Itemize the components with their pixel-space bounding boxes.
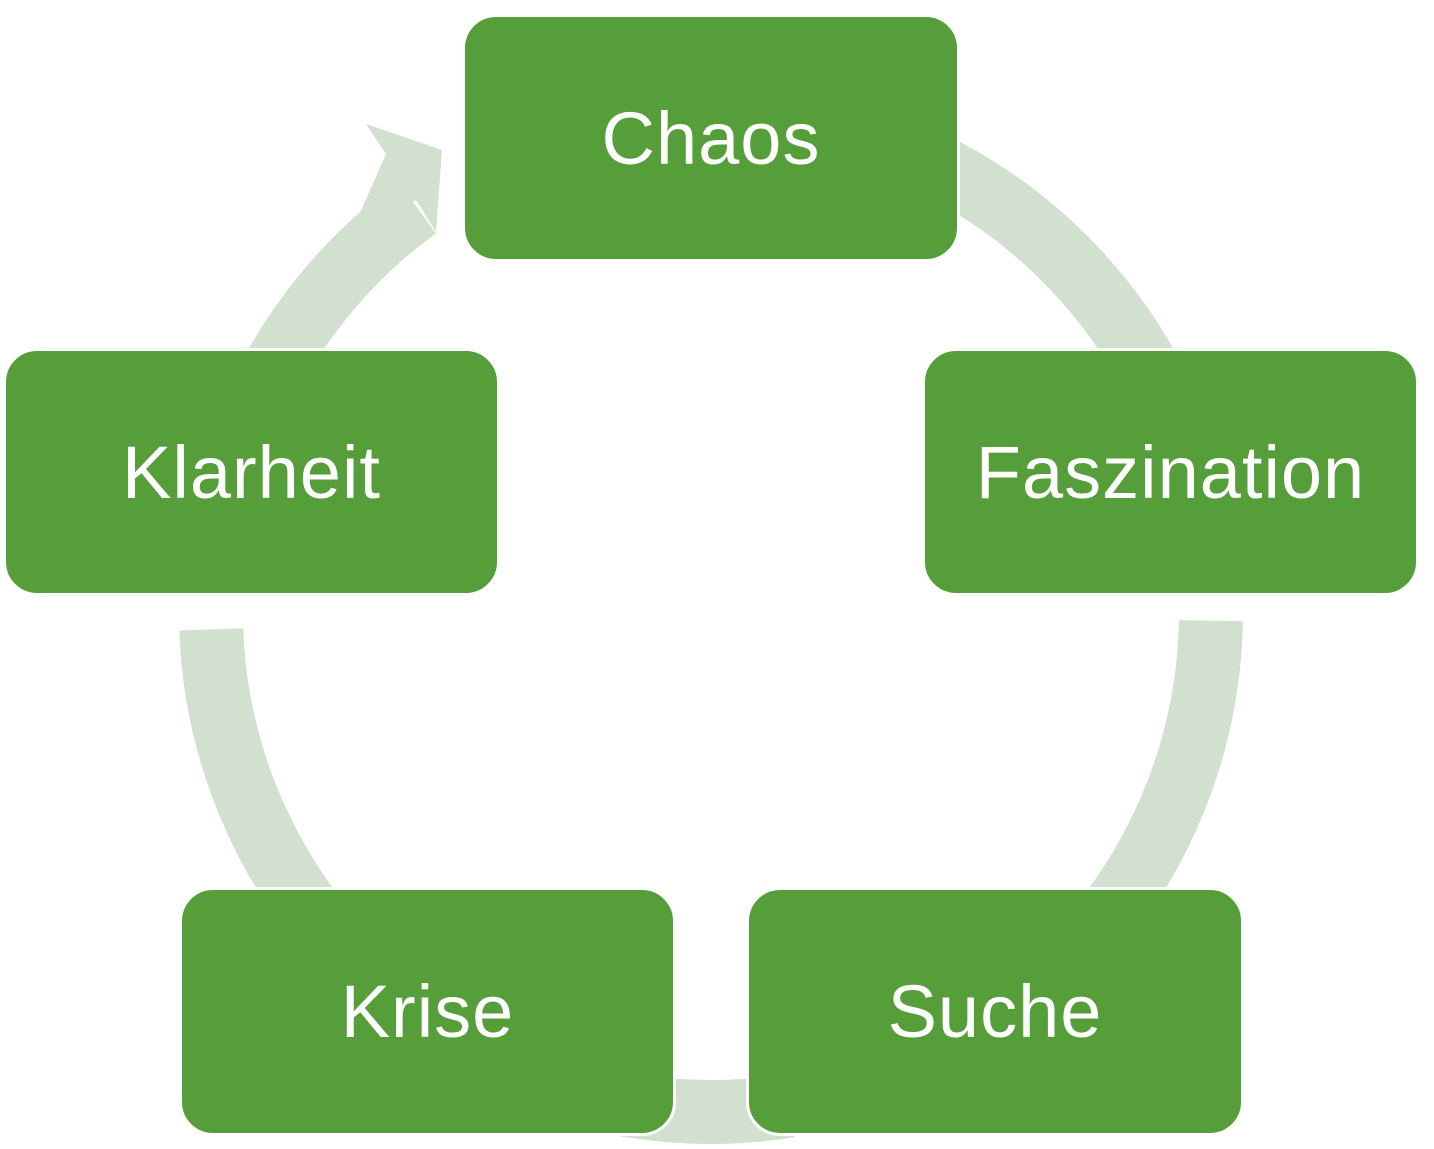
node-chaos: Chaos	[462, 14, 960, 262]
node-klarheit: Klarheit	[3, 348, 500, 596]
cycle-arrowhead	[348, 124, 442, 240]
node-suche: Suche	[746, 887, 1244, 1136]
node-krise: Krise	[179, 887, 676, 1136]
node-faszination: Faszination	[922, 348, 1419, 596]
